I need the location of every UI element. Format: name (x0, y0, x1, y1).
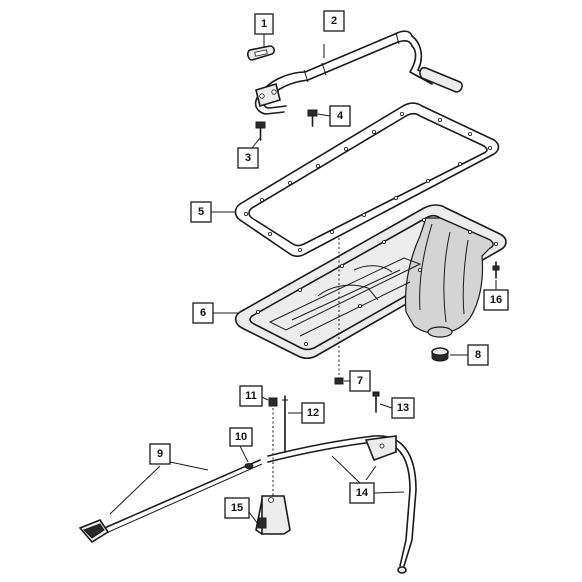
dipstick-o-ring (244, 463, 254, 469)
pickup-tube-gasket (247, 45, 275, 61)
callouts: 1 2 3 4 5 6 7 8 (149, 10, 509, 519)
callout-3-label: 3 (245, 152, 251, 164)
oil-pan-gasket (234, 102, 500, 258)
callout-4-label: 4 (337, 110, 344, 122)
callout-9-label: 9 (157, 448, 163, 460)
callout-12: 12 (301, 402, 325, 424)
callout-8: 8 (467, 344, 489, 366)
callout-10-label: 10 (235, 431, 247, 443)
callout-1: 1 (254, 13, 274, 35)
callout-16: 16 (483, 289, 509, 311)
long-stud (282, 395, 288, 453)
callout-14: 14 (349, 482, 375, 504)
callout-5-label: 5 (198, 206, 204, 218)
oil-pan (234, 204, 507, 360)
bracket-bolt (268, 397, 278, 520)
leader-lines (109, 34, 497, 525)
pickup-tube-support-bolt (307, 109, 318, 127)
callout-15: 15 (224, 497, 250, 519)
callout-7-label: 7 (357, 375, 363, 387)
callout-6-label: 6 (200, 307, 206, 319)
oil-pickup-tube (254, 30, 463, 115)
callout-13-label: 13 (397, 402, 409, 414)
oil-level-indicator-tube (267, 435, 417, 574)
callout-14-label: 14 (356, 487, 369, 499)
dipstick-tube-bracket (255, 495, 291, 535)
callout-13: 13 (391, 397, 415, 419)
callout-6: 6 (192, 302, 214, 324)
callout-11-label: 11 (245, 390, 257, 402)
callout-2: 2 (323, 10, 345, 32)
pickup-tube-bolt (255, 121, 266, 141)
callout-15-label: 15 (231, 502, 243, 514)
drain-plug (431, 347, 449, 362)
callout-10: 10 (229, 427, 253, 447)
callout-5: 5 (190, 201, 212, 223)
tube-stud (372, 391, 380, 413)
callout-1-label: 1 (261, 18, 267, 30)
callout-11: 11 (239, 385, 263, 407)
callout-9: 9 (149, 443, 171, 465)
callout-2-label: 2 (331, 15, 337, 27)
callout-7: 7 (349, 370, 371, 392)
dipstick (78, 459, 263, 544)
gasket-bolt-holes (243, 112, 492, 252)
callout-16-label: 16 (490, 294, 502, 306)
callout-12-label: 12 (307, 407, 319, 419)
callout-8-label: 8 (475, 349, 481, 361)
oil-pan-stud (492, 261, 500, 279)
callout-4: 4 (329, 105, 351, 127)
callout-3: 3 (237, 147, 259, 169)
oil-pan-bolt (334, 238, 344, 385)
